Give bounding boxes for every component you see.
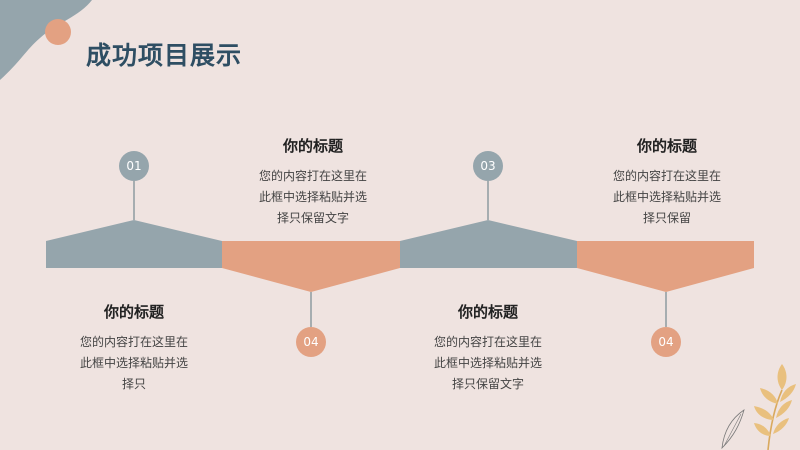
milestone-number-1: 01 bbox=[119, 151, 149, 181]
gold-leaf-icon bbox=[777, 364, 787, 390]
corner-blob-shape bbox=[0, 0, 92, 80]
gold-leaf-icon bbox=[754, 406, 774, 420]
timeline-segment-1 bbox=[46, 220, 222, 268]
milestone-number-4: 04 bbox=[651, 327, 681, 357]
timeline-segment-2 bbox=[222, 241, 400, 292]
milestone-body-line: 择只 bbox=[121, 377, 146, 391]
corner-dot-shape bbox=[45, 19, 71, 45]
gold-leaf-icon bbox=[760, 388, 778, 404]
gold-leaf-icon bbox=[776, 400, 792, 418]
gold-leaf-icon bbox=[780, 384, 796, 402]
milestone-body: 您的内容打在这里在 此框中选择粘贴并选 择只保留文字 bbox=[228, 166, 398, 229]
milestone-body: 您的内容打在这里在 此框中选择粘贴并选 择只保留 bbox=[582, 166, 752, 229]
milestone-title: 你的标题 bbox=[636, 137, 697, 155]
milestone-body-line: 此框中选择粘贴并选 bbox=[79, 356, 188, 370]
gold-leaf-icon bbox=[773, 418, 789, 434]
milestone-body-line: 您的内容打在这里在 bbox=[258, 169, 367, 183]
milestone-text-2: 你的标题 您的内容打在这里在 此框中选择粘贴并选 择只 bbox=[49, 301, 219, 395]
corner-decoration bbox=[0, 0, 92, 80]
milestone-number-3: 03 bbox=[473, 151, 503, 181]
milestone-body: 您的内容打在这里在 此框中选择粘贴并选 择只保留文字 bbox=[403, 332, 573, 395]
outline-leaf-vein bbox=[723, 413, 742, 447]
milestone-text-1: 你的标题 您的内容打在这里在 此框中选择粘贴并选 择只保留文字 bbox=[228, 135, 398, 229]
milestone-body-line: 择只保留文字 bbox=[451, 377, 524, 391]
milestone-body-line: 您的内容打在这里在 bbox=[433, 335, 542, 349]
gold-leaf-icon bbox=[754, 423, 771, 436]
page-title: 成功项目展示 bbox=[86, 41, 243, 70]
milestone-body-line: 您的内容打在这里在 bbox=[612, 169, 721, 183]
milestone-text-4: 你的标题 您的内容打在这里在 此框中选择粘贴并选 择只保留 bbox=[582, 135, 752, 229]
milestone-title: 你的标题 bbox=[457, 303, 518, 321]
milestone-body-line: 此框中选择粘贴并选 bbox=[433, 356, 542, 370]
timeline-segment-4 bbox=[577, 241, 754, 292]
milestone-body: 您的内容打在这里在 此框中选择粘贴并选 择只 bbox=[49, 332, 219, 395]
milestone-body-line: 您的内容打在这里在 bbox=[79, 335, 188, 349]
milestone-text-3: 你的标题 您的内容打在这里在 此框中选择粘贴并选 择只保留文字 bbox=[403, 301, 573, 395]
milestone-body-line: 此框中选择粘贴并选 bbox=[612, 190, 721, 204]
outline-leaf-icon bbox=[721, 409, 745, 450]
leaf-decoration bbox=[721, 364, 796, 450]
milestone-body-line: 择只保留文字 bbox=[276, 211, 349, 225]
milestone-body-line: 此框中选择粘贴并选 bbox=[258, 190, 367, 204]
timeline-segment-3 bbox=[400, 220, 577, 268]
milestone-body-line: 择只保留 bbox=[642, 211, 691, 225]
milestone-number-2: 04 bbox=[296, 327, 326, 357]
milestone-title: 你的标题 bbox=[103, 303, 164, 321]
milestone-title: 你的标题 bbox=[282, 137, 343, 155]
